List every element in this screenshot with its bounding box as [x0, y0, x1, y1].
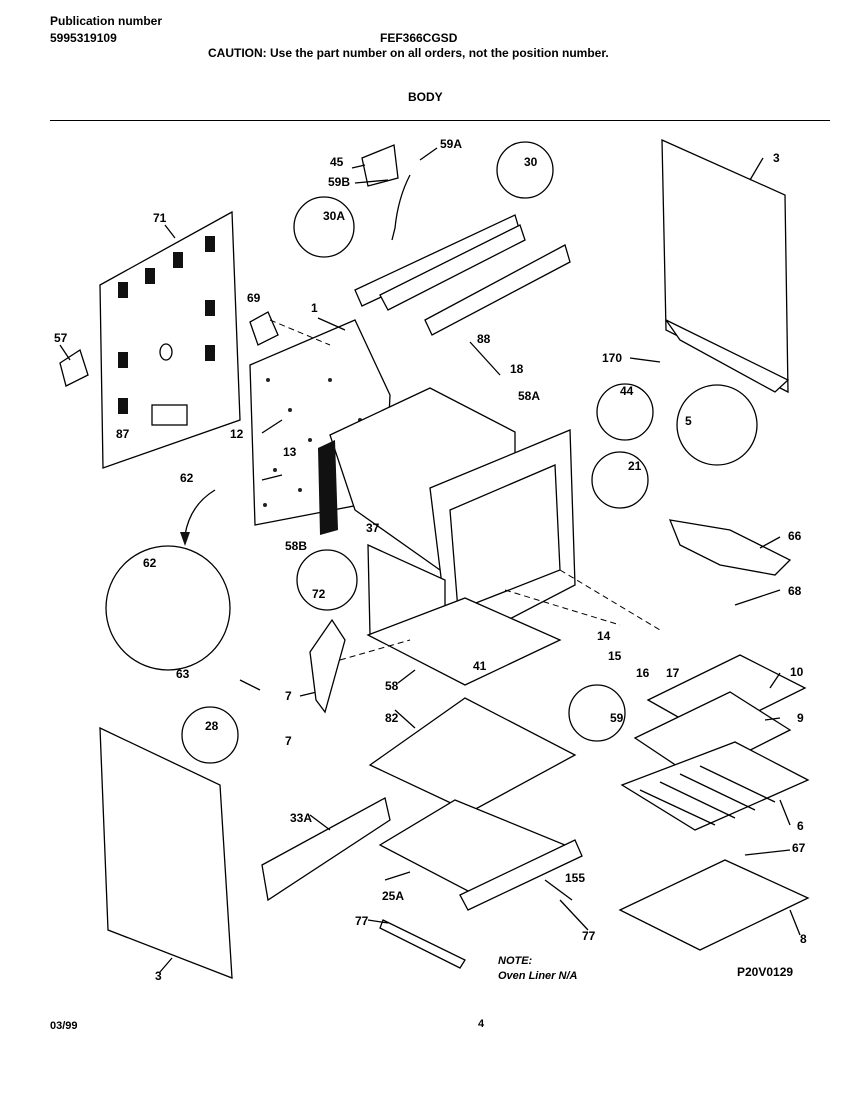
side-panel-3-bottom [99, 726, 233, 979]
bracket-69 [249, 311, 279, 346]
strip-155 [459, 839, 583, 911]
bottom-tray-58 [366, 597, 562, 686]
bracket-45 [361, 144, 399, 187]
label-3-top: 3 [773, 151, 780, 165]
label-71: 71 [153, 211, 167, 225]
label-44: 44 [620, 384, 634, 398]
inset-59 [568, 684, 626, 742]
label-58B: 58B [285, 539, 307, 553]
inset-circles [105, 141, 758, 764]
lower-panel-25A [378, 799, 567, 893]
top-rails [354, 214, 571, 336]
back-panel-71 [99, 210, 241, 469]
label-59A: 59A [440, 137, 462, 151]
label-15: 15 [608, 649, 622, 663]
label-10: 10 [790, 665, 804, 679]
inset-30 [496, 141, 554, 199]
note-title: NOTE: [498, 955, 533, 967]
section-title: BODY [408, 90, 443, 104]
label-12: 12 [230, 427, 244, 441]
label-7-b: 7 [285, 734, 292, 748]
label-45: 45 [330, 155, 344, 169]
label-13: 13 [283, 445, 297, 459]
label-17: 17 [666, 666, 680, 680]
label-67: 67 [792, 841, 806, 855]
header-rule [50, 120, 830, 121]
label-57: 57 [54, 331, 68, 345]
label-69: 69 [247, 291, 261, 305]
label-37: 37 [366, 521, 380, 535]
label-30A: 30A [323, 209, 345, 223]
inset-28 [181, 706, 239, 764]
label-58A: 58A [518, 389, 540, 403]
label-88: 88 [477, 332, 491, 346]
leader-lines [59, 147, 801, 973]
label-87: 87 [116, 427, 130, 441]
label-28: 28 [205, 719, 219, 733]
arrow-62 [184, 489, 216, 536]
inset-21 [591, 451, 649, 509]
tube-59A [391, 174, 411, 241]
label-59: 59 [610, 711, 624, 725]
label-68: 68 [788, 584, 802, 598]
label-155: 155 [565, 871, 585, 885]
label-18: 18 [510, 362, 524, 376]
label-72: 72 [312, 587, 326, 601]
label-170: 170 [602, 351, 622, 365]
bake-element-8 [618, 859, 810, 951]
label-33A: 33A [290, 811, 312, 825]
floor-panel-82 [368, 697, 577, 813]
arrow-head [180, 532, 190, 546]
label-7-a: 7 [285, 689, 292, 703]
label-62-inset: 62 [143, 556, 157, 570]
part-labels: 45 59A 30 59B 3 71 30A 69 1 88 57 170 18… [54, 137, 807, 983]
label-41: 41 [473, 659, 487, 673]
cabinet-panel-3-top [661, 138, 790, 394]
label-8: 8 [800, 932, 807, 946]
model-number: FEF366CGSD [380, 31, 458, 45]
inset-62 [105, 545, 231, 671]
note-text: Oven Liner N/A [498, 970, 578, 982]
footer-date: 03/99 [50, 1020, 78, 1032]
broil-element-66 [668, 519, 792, 576]
inset-44 [596, 383, 654, 441]
assembly-dashes [269, 319, 661, 661]
label-66: 66 [788, 529, 802, 543]
rail-77 [379, 919, 466, 969]
label-77-b: 77 [582, 929, 596, 943]
label-62-main: 62 [180, 471, 194, 485]
label-77-a: 77 [355, 914, 369, 928]
kick-plate-33A [261, 797, 391, 902]
plate-57 [59, 348, 89, 387]
hinge-7 [309, 618, 346, 714]
label-5: 5 [685, 414, 692, 428]
inset-5 [676, 384, 758, 466]
caution-text: CAUTION: Use the part number on all orde… [208, 46, 609, 60]
label-16: 16 [636, 666, 650, 680]
label-6: 6 [797, 819, 804, 833]
inset-72 [296, 549, 358, 611]
footer-page: 4 [478, 1018, 485, 1030]
label-1: 1 [311, 301, 318, 315]
label-58: 58 [385, 679, 399, 693]
label-25A: 25A [382, 889, 404, 903]
inset-30A [293, 196, 355, 258]
figure-code: P20V0129 [737, 965, 793, 979]
label-3-bottom: 3 [155, 969, 162, 983]
label-59B: 59B [328, 175, 350, 189]
label-9: 9 [797, 711, 804, 725]
label-82: 82 [385, 711, 399, 725]
oven-rack-6 [620, 741, 810, 831]
label-14: 14 [597, 629, 611, 643]
label-63: 63 [176, 667, 190, 681]
publication-label: Publication number [50, 14, 163, 28]
label-30: 30 [524, 155, 538, 169]
publication-number: 5995319109 [50, 31, 117, 45]
label-21: 21 [628, 459, 642, 473]
